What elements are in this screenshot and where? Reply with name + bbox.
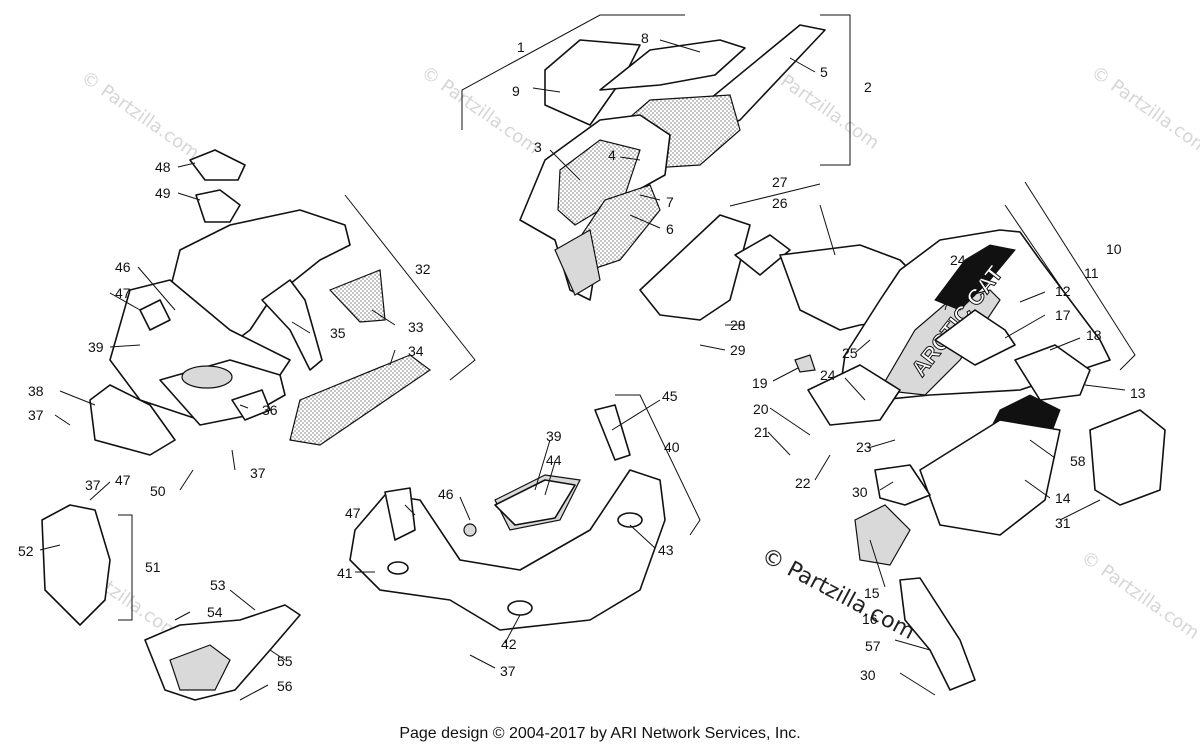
callout: 19 (752, 375, 768, 391)
callout: 28 (730, 317, 746, 333)
callout: 30 (852, 484, 868, 500)
callout: 22 (795, 475, 811, 491)
callout: 4 (608, 147, 616, 163)
watermark: © Partzilla.com (417, 62, 543, 159)
callout: 50 (150, 483, 166, 499)
callout: 46 (115, 259, 131, 275)
callout: 31 (1055, 515, 1071, 531)
callout: 33 (408, 319, 424, 335)
callout: 2 (864, 79, 872, 95)
callout: 52 (18, 543, 34, 559)
callout: 21 (754, 424, 770, 440)
callout: 18 (1086, 327, 1102, 343)
callout: 16 (862, 611, 878, 627)
callout: 47 (115, 285, 131, 301)
callout: 35 (330, 325, 346, 341)
callout: 49 (155, 185, 171, 201)
callout: 26 (772, 195, 788, 211)
watermark-strong: © Partzilla.com (757, 543, 919, 645)
callout: 56 (277, 678, 293, 694)
callout: 36 (262, 402, 278, 418)
callout: 23 (856, 439, 872, 455)
callout: 34 (408, 343, 424, 359)
callout: 44 (546, 452, 562, 468)
side-panel-graphics: ARCTIC CAT (639, 181, 1166, 691)
callout: 6 (666, 221, 674, 237)
callout: 48 (155, 159, 171, 175)
callout: 46 (438, 486, 454, 502)
callout-numbers: 1 2 3 4 5 6 7 8 9 10 11 12 13 14 15 16 1… (18, 30, 1146, 694)
callout: 3 (534, 139, 542, 155)
callout: 30 (860, 667, 876, 683)
callout: 47 (115, 472, 131, 488)
callout: 42 (501, 636, 517, 652)
callout: 8 (641, 30, 649, 46)
callout: 10 (1106, 241, 1122, 257)
callout: 20 (753, 401, 769, 417)
callout: 45 (662, 388, 678, 404)
callout: 5 (820, 64, 828, 80)
watermark: © Partzilla.com (1077, 547, 1200, 644)
callout: 39 (88, 339, 104, 355)
callout: 38 (28, 383, 44, 399)
callout: 55 (277, 653, 293, 669)
callout: 58 (1070, 453, 1086, 469)
callout: 37 (250, 465, 266, 481)
side-panel-assembly (41, 504, 301, 701)
callout: 27 (772, 174, 788, 190)
callout: 41 (337, 565, 353, 581)
callout: 1 (517, 39, 525, 55)
callout: 11 (1084, 265, 1099, 281)
callout: 40 (664, 439, 680, 455)
belly-pan-assembly (349, 394, 701, 631)
callout: 25 (842, 345, 858, 361)
callout: 24 (950, 252, 966, 268)
leader-lines (39, 39, 1126, 701)
callout: 15 (864, 585, 880, 601)
callout: 39 (546, 428, 562, 444)
callout: 14 (1055, 490, 1071, 506)
callout: 32 (415, 261, 431, 277)
callout: 37 (85, 477, 101, 493)
callout: 47 (345, 505, 361, 521)
callout: 29 (730, 342, 746, 358)
callout: 51 (145, 559, 161, 575)
callout: 24 (820, 367, 836, 383)
callout: 37 (28, 407, 44, 423)
callout: 57 (865, 638, 881, 654)
callout: 13 (1130, 385, 1146, 401)
callout: 54 (207, 604, 223, 620)
callout: 7 (666, 194, 674, 210)
watermark: © Partzilla.com (77, 67, 203, 164)
callout: 9 (512, 83, 520, 99)
copyright-footer: Page design © 2004-2017 by ARI Network S… (399, 725, 800, 742)
windshield-assembly (461, 14, 851, 301)
upper-hood-assembly (89, 149, 476, 456)
watermark: © Partzilla.com (1087, 62, 1200, 159)
callout: 12 (1055, 283, 1071, 299)
callout: 53 (210, 577, 226, 593)
callout: 17 (1055, 307, 1071, 323)
callout: 43 (658, 542, 674, 558)
callout: 37 (500, 663, 516, 679)
